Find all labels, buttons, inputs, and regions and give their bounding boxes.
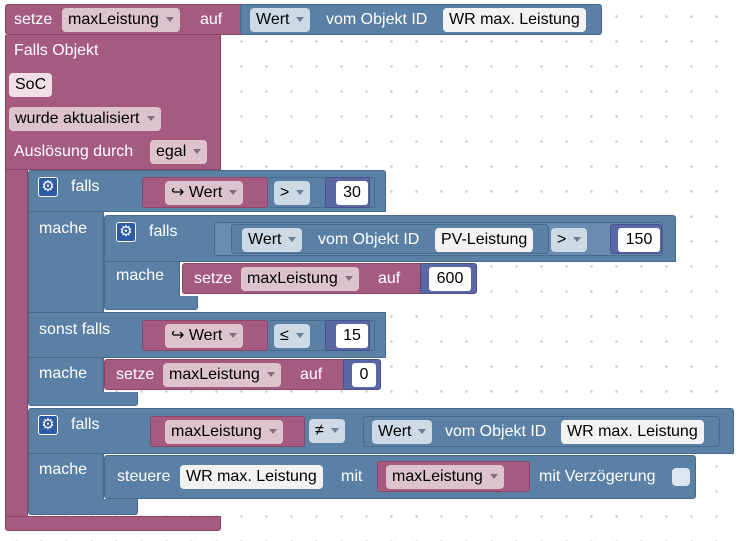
object-id-field[interactable]: PV-Leistung — [435, 228, 534, 252]
mache-label: mache — [39, 220, 88, 237]
chevron-down-icon — [489, 474, 498, 480]
if-label: falls — [71, 416, 100, 433]
from-object-label: vom Objekt ID — [326, 11, 428, 28]
control-prefix: steuere — [117, 468, 171, 485]
if-label: falls — [71, 178, 100, 195]
if-2-footer — [28, 499, 138, 515]
trigger-footer — [5, 516, 221, 531]
else-set-block[interactable]: setze maxLeistung auf — [104, 359, 349, 390]
number-field[interactable]: 15 — [336, 324, 368, 348]
get-value-block[interactable]: Wert vom Objekt ID WR max. Leistung — [240, 4, 602, 35]
value-type-dropdown[interactable]: Wert — [242, 228, 303, 252]
set-prefix: setze — [194, 270, 233, 287]
number-block-600[interactable]: 600 — [420, 263, 477, 294]
set-variable-dropdown[interactable]: maxLeistung — [62, 8, 180, 32]
object-id-field[interactable]: WR max. Leistung — [443, 8, 586, 32]
variable-dropdown[interactable]: maxLeistung — [386, 465, 504, 489]
event-dropdown[interactable]: wurde aktualisiert — [9, 107, 161, 131]
object-id-field[interactable]: WR max. Leistung — [561, 420, 704, 444]
number-block-150[interactable]: 150 — [610, 224, 662, 254]
number-field[interactable]: 0 — [352, 363, 376, 387]
number-block-30[interactable]: 30 — [325, 177, 370, 208]
if-1-footer — [28, 392, 138, 406]
set-maxleistung-block[interactable]: setze maxLeistung auf — [5, 4, 247, 35]
else-compare-left-block[interactable]: ↪ Wert — [142, 320, 268, 351]
trigger-title: Falls Objekt — [14, 42, 99, 59]
inner-get-value-block[interactable]: Wert vom Objekt ID PV-Leistung — [231, 224, 549, 254]
delay-checkbox[interactable] — [672, 468, 690, 486]
number-block-15[interactable]: 15 — [325, 320, 370, 351]
number-block-0[interactable]: 0 — [343, 359, 381, 390]
trigger-label: Auslösung durch — [14, 143, 134, 160]
control-with-label: mit — [341, 468, 363, 485]
trigger-body-left — [5, 170, 28, 520]
control-value-block[interactable]: maxLeistung — [377, 461, 530, 492]
inner-compare-block[interactable]: Wert vom Objekt ID PV-Leistung > 150 — [214, 222, 663, 256]
local-value-dropdown[interactable]: ↪ Wert — [165, 324, 244, 348]
from-object-label: vom Objekt ID — [445, 423, 547, 440]
chevron-down-icon — [165, 17, 174, 23]
set-on-label: auf — [200, 11, 223, 28]
set-prefix: setze — [116, 366, 155, 383]
else-if-label: sonst falls — [39, 321, 111, 338]
mache-label: mache — [39, 461, 88, 478]
from-object-label: vom Objekt ID — [318, 231, 420, 248]
chevron-down-icon — [146, 116, 155, 122]
trigger-block[interactable]: Falls Objekt SoC wurde aktualisiert Ausl… — [5, 35, 221, 170]
get-value-block-2[interactable]: Wert vom Objekt ID WR max. Leistung — [363, 416, 720, 447]
inner-set-block[interactable]: setze maxLeistung auf — [182, 263, 425, 294]
value-type-dropdown[interactable]: Wert — [372, 420, 433, 444]
inner-if-body-left: mache — [104, 262, 180, 300]
number-field[interactable]: 30 — [336, 181, 368, 205]
compare-left-block[interactable]: ↪ Wert — [142, 177, 268, 208]
else-body-left: mache — [28, 358, 104, 398]
set-variable-dropdown[interactable]: maxLeistung — [241, 267, 359, 291]
chevron-down-icon — [229, 190, 238, 196]
trigger-object-field[interactable]: SoC — [9, 73, 53, 97]
chevron-down-icon — [418, 429, 427, 435]
gear-icon[interactable]: ⚙ — [38, 415, 58, 435]
set-on-label: auf — [300, 366, 323, 383]
chevron-down-icon — [330, 428, 339, 434]
compare-left-var-block[interactable]: maxLeistung — [150, 416, 305, 447]
gear-icon[interactable]: ⚙ — [38, 177, 58, 197]
trigger-value-dropdown[interactable]: egal — [150, 140, 208, 164]
set-on-label: auf — [378, 270, 401, 287]
if-2-body-left: mache — [28, 454, 104, 500]
chevron-down-icon — [266, 372, 275, 378]
inner-mache-label: mache — [116, 267, 165, 284]
set-variable-dropdown[interactable]: maxLeistung — [163, 363, 281, 387]
chevron-down-icon — [295, 333, 304, 339]
number-field[interactable]: 600 — [429, 267, 471, 291]
delay-label: mit Verzögerung — [539, 468, 656, 485]
inner-if-label: falls — [149, 223, 178, 240]
chevron-down-icon — [296, 17, 305, 23]
chevron-down-icon — [296, 190, 305, 196]
chevron-down-icon — [193, 149, 202, 155]
chevron-down-icon — [288, 237, 297, 243]
value-type-dropdown[interactable]: Wert — [250, 8, 311, 32]
variable-dropdown[interactable]: maxLeistung — [165, 420, 283, 444]
gear-icon[interactable]: ⚙ — [116, 222, 136, 242]
chevron-down-icon — [229, 333, 238, 339]
control-object-field[interactable]: WR max. Leistung — [180, 465, 323, 489]
number-field[interactable]: 150 — [618, 228, 660, 252]
mache-label: mache — [39, 365, 88, 382]
inner-if-footer — [104, 296, 198, 310]
operator-dropdown[interactable]: ≠ — [309, 419, 345, 443]
control-block[interactable]: steuere WR max. Leistung mit maxLeistung… — [104, 455, 696, 499]
chevron-down-icon — [573, 237, 582, 243]
if-1-body-left: mache — [28, 212, 104, 312]
chevron-down-icon — [268, 429, 277, 435]
operator-dropdown[interactable]: > — [551, 228, 588, 252]
operator-dropdown[interactable]: ≤ — [274, 324, 310, 348]
set-prefix: setze — [14, 11, 53, 28]
chevron-down-icon — [344, 276, 353, 282]
local-value-dropdown[interactable]: ↪ Wert — [165, 181, 244, 205]
operator-dropdown[interactable]: > — [274, 181, 311, 205]
